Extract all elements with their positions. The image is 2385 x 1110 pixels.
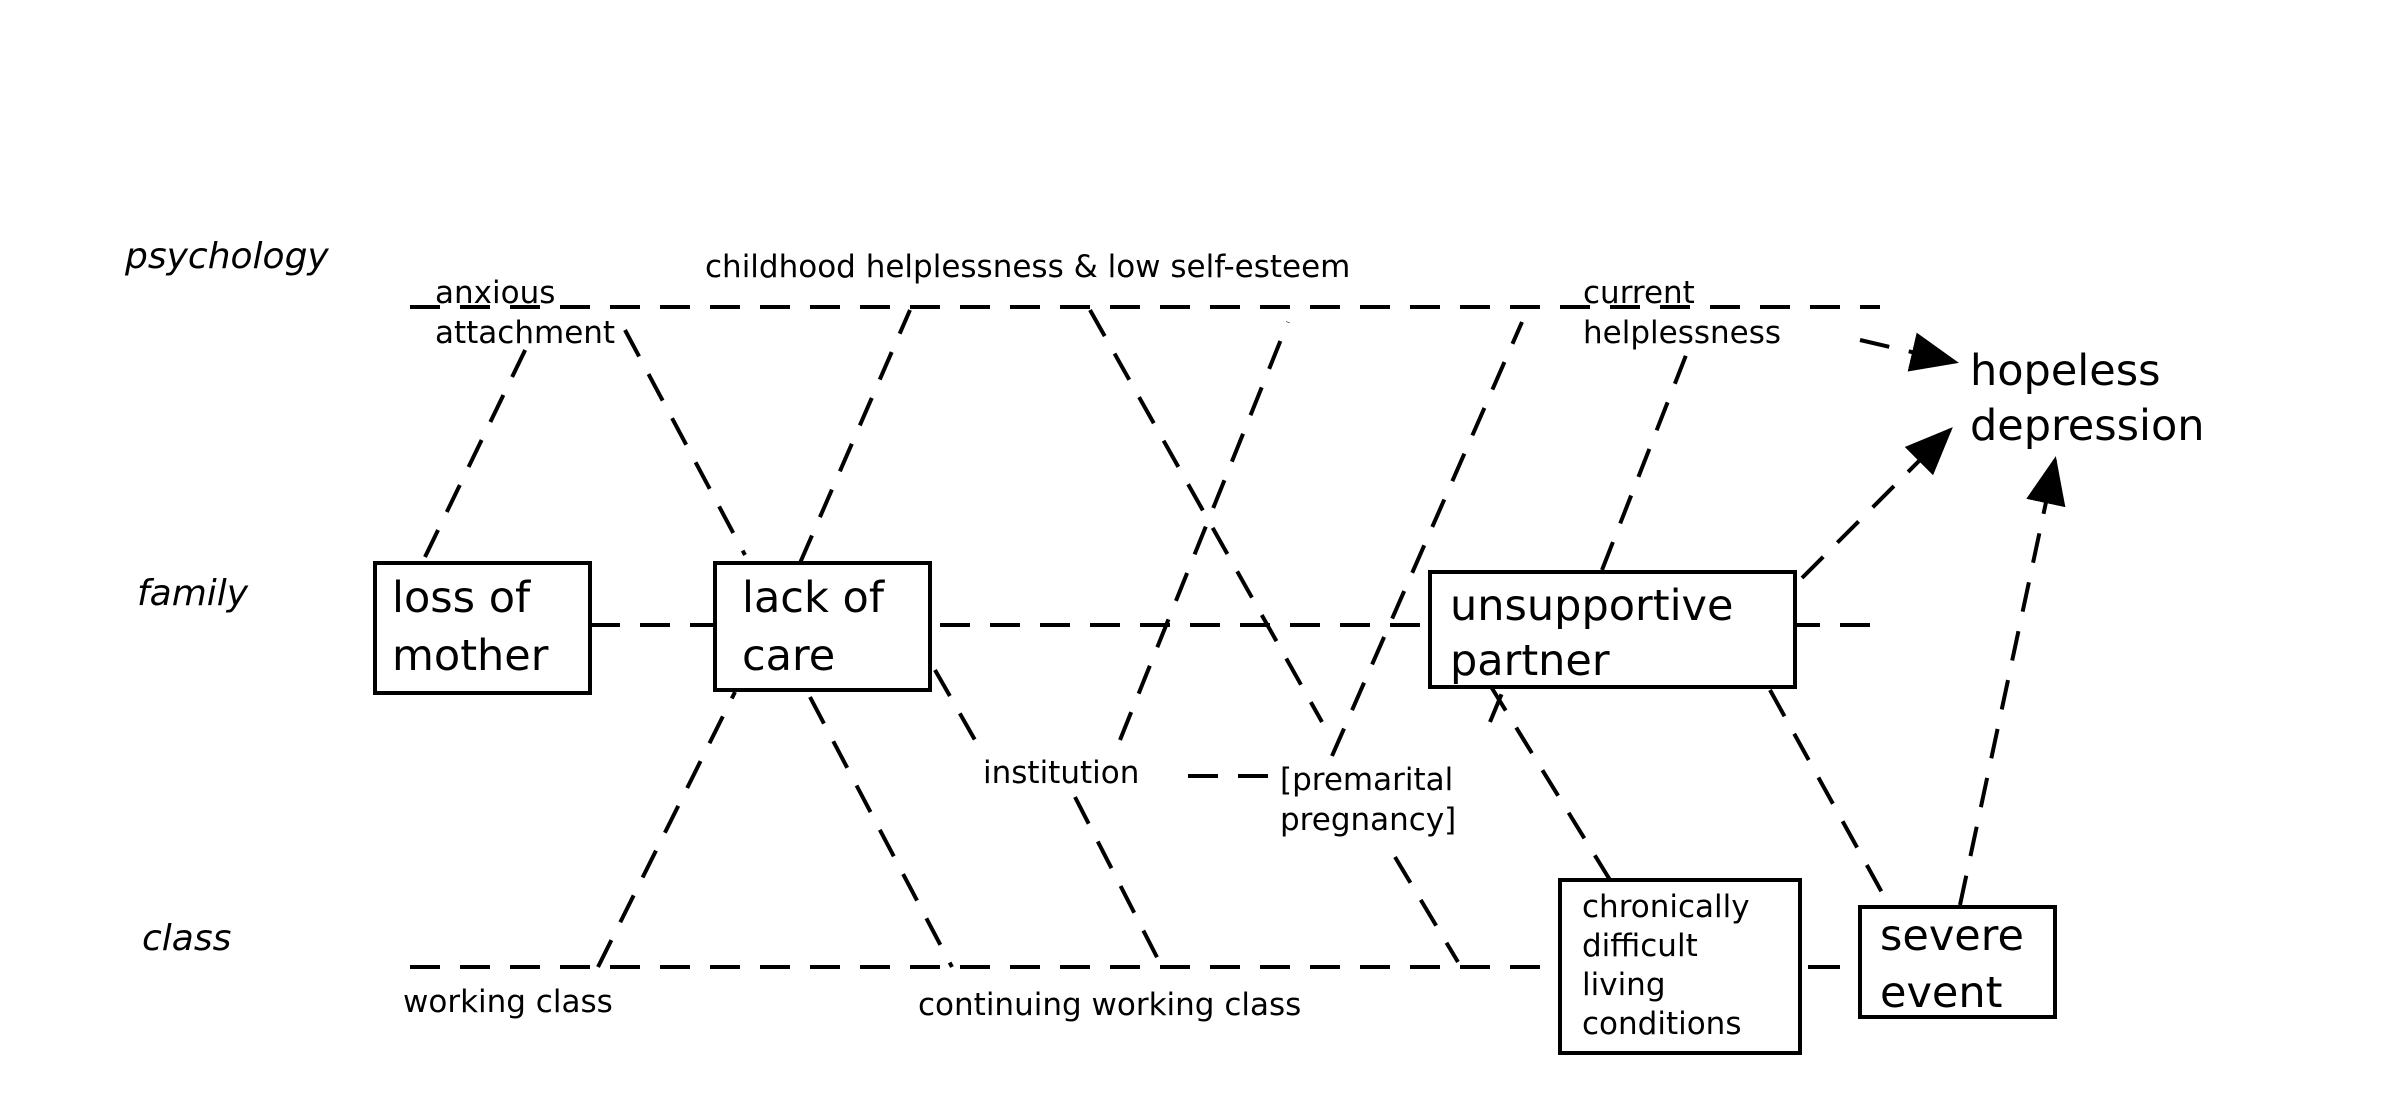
box-lack-of-care-line-1: lack of <box>742 573 885 623</box>
link-care-to-continuing-class <box>808 696 954 968</box>
label-anxious: anxious <box>435 275 555 311</box>
box-unsupportive-partner-line-1: unsupportive <box>1450 581 1733 631</box>
link-partner-to-conditions <box>1488 683 1612 882</box>
outcome-hopeless: hopeless <box>1970 346 2161 396</box>
label-institution: institution <box>983 755 1139 791</box>
link-partner-to-event <box>1768 689 1892 908</box>
link-partner-to-current <box>1600 344 1692 571</box>
label-current: current <box>1583 275 1695 311</box>
label-helplessness: helplessness <box>1583 315 1781 351</box>
link-attachment-to-care <box>623 329 747 556</box>
link-workingclass-to-care <box>596 691 737 968</box>
label-premarital: [premarital <box>1280 762 1453 798</box>
label-childhood-helplessness: childhood helplessness & low self-esteem <box>705 249 1350 285</box>
box-severe-event-line-1: severe <box>1880 911 2024 961</box>
box-loss-of-mother: loss of mother <box>373 561 592 695</box>
label-continuing-working-class: continuing working class <box>918 987 1301 1023</box>
box-conditions-line-4: conditions <box>1582 1006 1741 1042</box>
arrow-event-to-depression <box>1958 456 2066 906</box>
box-chronically-difficult-living-conditions: chronically difficult living conditions <box>1558 878 1802 1055</box>
box-lack-of-care: lack of care <box>713 561 932 692</box>
box-unsupportive-partner-line-2: partner <box>1450 636 1610 686</box>
box-severe-event: severe event <box>1858 905 2057 1019</box>
link-institution-to-childhood <box>1118 321 1290 741</box>
box-conditions-line-1: chronically <box>1582 889 1750 925</box>
link-childhood-to-pregnancy <box>1088 309 1324 723</box>
label-pregnancy: pregnancy] <box>1280 802 1456 838</box>
arrow-partner-to-depression <box>1800 427 1953 580</box>
level-label-family: family <box>137 573 249 614</box>
label-attachment: attachment <box>435 315 615 351</box>
link-loss-to-attachment <box>423 339 532 558</box>
box-loss-of-mother-line-2: mother <box>392 631 549 681</box>
link-care-to-institution <box>933 669 977 741</box>
label-working-class: working class <box>403 984 613 1020</box>
box-conditions-line-3: living <box>1582 967 1666 1003</box>
level-label-class: class <box>142 918 231 959</box>
link-institution-to-class <box>1073 796 1164 968</box>
box-loss-of-mother-line-1: loss of <box>392 573 531 623</box>
outcome-depression: depression <box>1970 401 2205 451</box>
level-label-psychology: psychology <box>124 236 329 277</box>
box-unsupportive-partner: unsupportive partner <box>1428 570 1797 689</box>
box-severe-event-line-2: event <box>1880 968 2002 1018</box>
link-pregnancy-to-class <box>1393 855 1460 964</box>
arrow-current-to-depression <box>1859 332 1959 372</box>
link-care-to-childhood <box>798 309 912 564</box>
box-conditions-line-2: difficult <box>1582 928 1698 964</box>
box-lack-of-care-line-2: care <box>742 631 835 681</box>
link-pregnancy-to-current <box>1330 321 1524 757</box>
